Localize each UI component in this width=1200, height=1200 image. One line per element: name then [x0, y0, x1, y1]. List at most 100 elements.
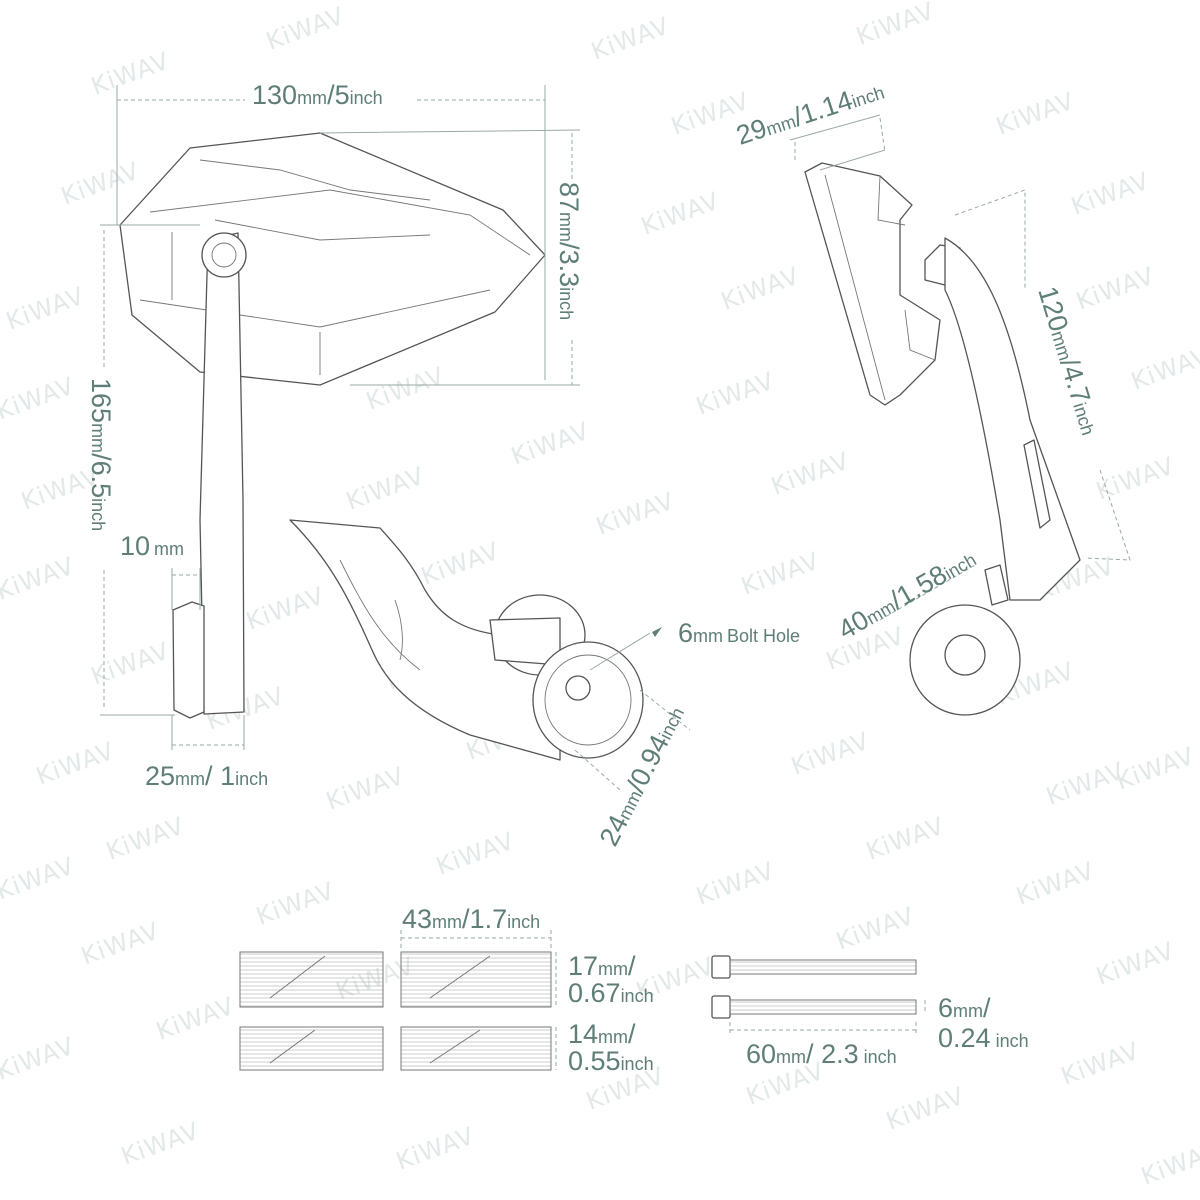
watermark: KiWAV — [342, 462, 428, 516]
front-view-drawing — [119, 132, 546, 719]
side-arm-slot — [1023, 439, 1051, 529]
watermark: KiWAV — [362, 362, 448, 416]
dim-extension — [171, 715, 245, 750]
dim-line-clamp-side — [879, 564, 976, 621]
watermark: KiWAV — [767, 447, 853, 501]
clamp-view-drawing — [289, 519, 691, 791]
watermark: KiWAV — [0, 852, 78, 906]
label-side-thickness: 29mm/1.14inch — [733, 75, 888, 151]
watermark: KiWAV — [717, 262, 803, 316]
bolt-shank — [729, 999, 917, 1015]
watermark: KiWAV — [322, 762, 408, 816]
watermark: KiWAV — [87, 47, 173, 101]
label-end-width: 25mm/ 1inch — [145, 761, 268, 791]
mirror-housing — [119, 132, 546, 386]
arrow-icon — [652, 627, 662, 637]
watermark: KiWAV — [1067, 167, 1153, 221]
label-insert-large: 17mm/ — [568, 951, 636, 981]
watermark: KiWAV — [1012, 857, 1098, 911]
dim-extension — [116, 85, 546, 380]
watermark: KiWAV — [87, 637, 173, 691]
watermark: KiWAV — [1042, 757, 1128, 811]
clamp-arm — [289, 519, 561, 761]
watermark: KiWAV — [737, 547, 823, 601]
label-bolt-diameter-imperial: 0.24 inch — [938, 1023, 1029, 1053]
watermark: KiWAV — [692, 367, 778, 421]
bolt-head — [711, 995, 731, 1019]
clamp-ring — [532, 641, 644, 759]
insert-slash — [429, 1029, 481, 1064]
label-bolt-length: 60mm/ 2.3 inch — [746, 1039, 897, 1069]
watermark: KiWAV — [392, 1122, 478, 1176]
watermark: KiWAV — [77, 917, 163, 971]
front-view-dimensions — [100, 85, 581, 750]
side-clamp-hole — [944, 634, 986, 676]
watermark: KiWAV — [692, 857, 778, 911]
mirror-inner-edge — [171, 232, 321, 375]
watermark: KiWAV — [1112, 742, 1198, 796]
watermark: KiWAV — [57, 157, 143, 211]
label-insert-small-imperial: 0.55inch — [568, 1046, 654, 1076]
watermark: KiWAV — [432, 827, 518, 881]
bolt-head — [711, 955, 731, 979]
label-bolt-diameter: 6mm/ — [938, 993, 991, 1023]
watermark: KiWAV — [832, 902, 918, 956]
watermark: KiWAV — [2, 282, 88, 336]
clamp-ring-inner — [544, 654, 632, 746]
label-insert-large-imperial: 0.67inch — [568, 978, 654, 1008]
watermark: KiWAV — [0, 552, 78, 606]
dim-extension — [100, 224, 200, 716]
label-total-length: 165mm/6.5inch — [86, 378, 116, 531]
watermark: KiWAV — [262, 2, 348, 56]
dim-line-bolt-length — [729, 1022, 917, 1036]
pivot-joint — [201, 232, 247, 278]
dim-line-side — [954, 189, 1131, 561]
mirror-arm — [199, 232, 245, 715]
watermark: KiWAV — [0, 372, 78, 426]
insert-slash — [429, 955, 491, 999]
watermark: KiWAV — [862, 812, 948, 866]
watermark: KiWAV — [417, 537, 503, 591]
side-view-drawing — [789, 114, 1131, 716]
mirror-side-detail — [824, 174, 936, 401]
clamp-arm-shade — [339, 559, 421, 671]
bolt-hole — [565, 675, 591, 701]
bar-end-cap — [172, 601, 205, 719]
watermark: KiWAV — [587, 12, 673, 66]
watermark: KiWAV — [787, 727, 873, 781]
label-insert-width: 43mm/1.7inch — [402, 904, 540, 934]
watermark: KiWAV — [1127, 342, 1200, 396]
watermark: KiWAV — [102, 812, 188, 866]
mirror-contour — [139, 159, 531, 328]
watermark: KiWAV — [1057, 1037, 1143, 1091]
bolt-hole-leader — [589, 632, 651, 671]
dim-extension — [789, 114, 886, 171]
mirror-side-profile — [804, 162, 941, 406]
watermark: KiWAV — [882, 1082, 968, 1136]
watermark: KiWAV — [507, 417, 593, 471]
watermark: KiWAV — [1072, 262, 1158, 316]
watermark: KiWAV — [852, 0, 938, 51]
bolts-drawing — [711, 955, 926, 1036]
watermark: KiWAV — [1137, 1137, 1200, 1191]
dim-extension — [319, 129, 581, 386]
watermark: KiWAV — [637, 187, 723, 241]
pivot-bolt — [211, 242, 237, 268]
insert-small-2 — [400, 1026, 552, 1071]
insert-small-1 — [239, 1026, 384, 1071]
label-mirror-width: 130mm/5inch — [252, 80, 383, 110]
dim-line-thickness — [794, 117, 886, 162]
watermark: KiWAV — [1092, 937, 1178, 991]
watermark: KiWAV — [32, 737, 118, 791]
insert-large-2 — [400, 951, 552, 1008]
watermark: KiWAV — [592, 487, 678, 541]
watermark: KiWAV — [992, 87, 1078, 141]
insert-slash — [269, 955, 326, 999]
bolt-shank — [729, 959, 917, 975]
watermark: KiWAV — [1092, 452, 1178, 506]
watermark: KiWAV — [152, 992, 238, 1046]
insert-large-1 — [239, 951, 384, 1008]
